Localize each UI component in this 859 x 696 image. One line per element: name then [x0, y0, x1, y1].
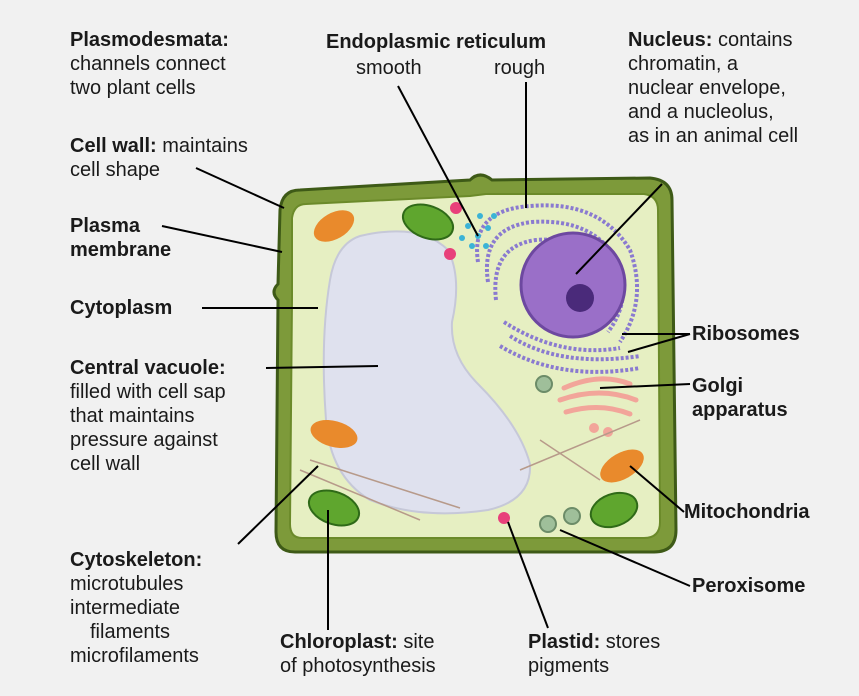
plastid-line-1: pigments — [528, 654, 660, 678]
peroxisome — [564, 508, 580, 524]
cytoskeleton-line-3: filaments — [70, 620, 202, 644]
chloroplast-title: Chloroplast: — [280, 631, 398, 653]
plasma-membrane-line-1: Plasma — [70, 214, 171, 238]
plasmodesmata-line-2: two plant cells — [70, 76, 229, 100]
plastid-title: Plastid: — [528, 631, 600, 653]
chloroplast-rest: site — [398, 631, 435, 653]
central-vacuole-title: Central vacuole: — [70, 356, 226, 380]
label-er-rough: rough — [494, 56, 545, 80]
cell-wall-rest: maintains — [157, 135, 248, 157]
nucleus-line-4: as in an animal cell — [628, 124, 798, 148]
golgi-line-2: apparatus — [692, 398, 788, 422]
label-cell-wall: Cell wall: maintains cell shape — [70, 134, 248, 182]
er-title: Endoplasmic reticulum — [326, 30, 546, 54]
ribosomes-title: Ribosomes — [692, 323, 800, 345]
label-ribosomes: Ribosomes — [692, 322, 800, 346]
plastid-rest: stores — [600, 631, 660, 653]
nucleus-title: Nucleus: — [628, 29, 712, 51]
chloroplast-line-1: of photosynthesis — [280, 654, 436, 678]
plasmodesmata-line-1: channels connect — [70, 52, 229, 76]
cell-wall-line-1: cell shape — [70, 158, 248, 182]
central-vacuole-line-2: that maintains — [70, 404, 226, 428]
peroxisome-title: Peroxisome — [692, 575, 805, 597]
label-plasmodesmata: Plasmodesmata: channels connect two plan… — [70, 28, 229, 100]
label-endoplasmic-reticulum: Endoplasmic reticulum — [326, 30, 546, 54]
peroxisome — [536, 376, 552, 392]
nucleus — [521, 233, 625, 337]
golgi-vesicle — [589, 423, 599, 433]
label-cytoplasm: Cytoplasm — [70, 296, 172, 320]
cytoskeleton-title: Cytoskeleton: — [70, 548, 202, 572]
plasma-membrane-line-2: membrane — [70, 238, 171, 262]
label-chloroplast: Chloroplast: site of photosynthesis — [280, 630, 436, 678]
label-golgi: Golgi apparatus — [692, 374, 788, 422]
central-vacuole-line-4: cell wall — [70, 452, 226, 476]
central-vacuole-line-3: pressure against — [70, 428, 226, 452]
cytoskeleton-line-1: microtubules — [70, 572, 202, 596]
nucleus-line-1: chromatin, a — [628, 52, 798, 76]
cell-wall-title: Cell wall: — [70, 135, 157, 157]
mitochondria-title: Mitochondria — [684, 501, 810, 523]
nucleus-line-3: and a nucleolus, — [628, 100, 798, 124]
golgi-line-1: Golgi — [692, 374, 788, 398]
label-er-smooth: smooth — [356, 56, 422, 80]
plastid — [444, 248, 456, 260]
nucleolus — [566, 284, 594, 312]
label-peroxisome: Peroxisome — [692, 574, 805, 598]
label-nucleus: Nucleus: contains chromatin, a nuclear e… — [628, 28, 798, 148]
peroxisome — [540, 516, 556, 532]
label-mitochondria: Mitochondria — [684, 500, 810, 524]
nucleus-line-2: nuclear envelope, — [628, 76, 798, 100]
plasmodesmata-title: Plasmodesmata: — [70, 28, 229, 52]
cytoskeleton-line-4: microfilaments — [70, 644, 202, 668]
cytoplasm-title: Cytoplasm — [70, 297, 172, 319]
label-cytoskeleton: Cytoskeleton: microtubules intermediate … — [70, 548, 202, 668]
er-smooth: smooth — [356, 57, 422, 79]
label-plastid: Plastid: stores pigments — [528, 630, 660, 678]
label-central-vacuole: Central vacuole: filled with cell sap th… — [70, 356, 226, 476]
cytoskeleton-line-2: intermediate — [70, 596, 202, 620]
label-plasma-membrane: Plasma membrane — [70, 214, 171, 262]
central-vacuole-line-1: filled with cell sap — [70, 380, 226, 404]
er-rough: rough — [494, 57, 545, 79]
nucleus-rest: contains — [712, 29, 792, 51]
